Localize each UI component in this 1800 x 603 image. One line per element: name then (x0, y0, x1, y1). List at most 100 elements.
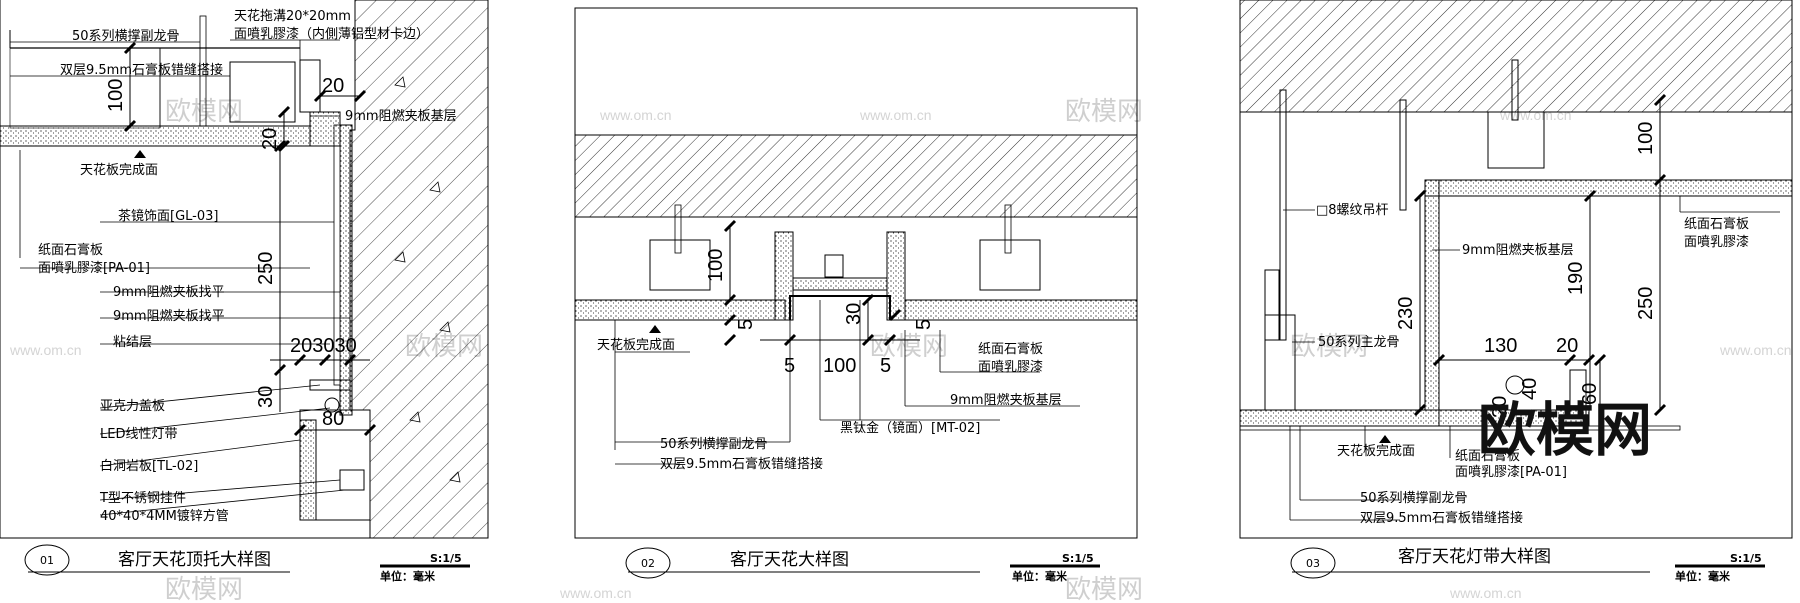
label-plywood-base: 9mm阻燃夹板基层 (950, 392, 1062, 408)
dimension-ticks (123, 41, 377, 437)
dim-20-bottom: 20 (1489, 396, 1511, 418)
label-gypsum-double: 双层9.5mm石膏板错缝搭接 (60, 62, 223, 78)
stone-panel (299, 419, 317, 521)
dim-230: 230 (1395, 297, 1417, 330)
label-latex-paint: 面噴乳膠漆 (1684, 234, 1749, 250)
keel-left (649, 239, 711, 291)
watermark-url: www.om.cn (599, 107, 672, 123)
dim-5-bottom-right: 5 (880, 355, 891, 377)
dim-130: 130 (1484, 335, 1517, 357)
drawing-title: 客厅天花顶托大样图 (118, 550, 271, 570)
trough-base (1438, 409, 1590, 427)
ceiling-board-left (574, 299, 786, 321)
watermark-cn: 欧模网 (870, 331, 948, 361)
led-icon (1505, 375, 1525, 395)
dim-80: 80 (322, 408, 344, 430)
dimension-ticks (1413, 93, 1667, 417)
dim-190: 190 (1565, 262, 1587, 295)
label-latex-paint: 面噴乳膠漆（内側薄铝型材卡边） (234, 26, 429, 42)
dim-40: 40 (1519, 378, 1541, 400)
dim-5: 5 (913, 319, 935, 330)
drawing-unit: 单位：毫米 (1675, 569, 1731, 583)
dimension-lines (1419, 100, 1661, 410)
drawing-scale: S:1/5 (1730, 552, 1762, 565)
trough-lip (1569, 369, 1587, 416)
label-threaded-rod: □8螺纹吊杆 (1316, 203, 1389, 218)
watermark-url: www.om.cn (1719, 342, 1792, 358)
keel-bracket (1487, 111, 1545, 169)
dim-30: 30 (255, 386, 277, 408)
dimension-ticks (723, 219, 902, 347)
label-gypsum-board: 纸面石膏板 (1684, 216, 1749, 232)
dim-203030: 203030 (290, 335, 357, 357)
label-plywood-level-2: 9mm阻燃夹板找平 (113, 308, 225, 324)
drawing-title: 客厅天花大样图 (730, 550, 849, 570)
drawing-unit: 单位：毫米 (380, 569, 436, 583)
concrete-slab (574, 134, 1138, 218)
dim-5-bottom-left: 5 (784, 355, 795, 377)
ceiling-corner (309, 111, 341, 147)
threaded-rod (1279, 89, 1287, 341)
label-gypsum-board-2: 纸面石膏板 (1455, 448, 1520, 464)
ceiling-pocket (299, 59, 321, 113)
detail-panel-3: 100 230 190 250 130 20 40 60 20 □8螺纹吊杆 纸… (1239, 0, 1793, 583)
keel-frame (9, 47, 161, 129)
detail-panel-2: 100 30 5 5 5 100 5 天花板完成面 纸面石膏板 面噴乳膠漆 9m… (574, 7, 1138, 583)
steel-tube (339, 469, 365, 491)
label-ceiling-groove: 天花拖溝20*20mm (234, 8, 351, 24)
label-50-keel: 50系列横撑副龙骨 (1360, 491, 1468, 506)
label-galvanized-tube: 40*40*4MM镀锌方管 (100, 508, 229, 524)
channel-bracket (824, 254, 844, 278)
concrete-wall (349, 0, 489, 539)
ceiling-board-right (904, 299, 1138, 321)
frame (1239, 0, 1793, 539)
label-black-titanium: 黑钛金（镜面）[MT-02] (840, 420, 980, 436)
watermark-url: www.om.cn (859, 107, 932, 123)
dim-30: 30 (843, 303, 865, 325)
label-main-keel: 50系列主龙骨 (1318, 335, 1400, 350)
leader-lines (614, 300, 1080, 465)
keel-right (979, 239, 1041, 291)
label-ceiling-finish: 天花板完成面 (80, 162, 158, 178)
drawing-unit: 单位：毫米 (1012, 569, 1068, 583)
channel-wall-left (774, 231, 794, 321)
dim-20-top: 20 (322, 75, 344, 97)
led-strip-icon (324, 397, 340, 413)
site-logo-watermark: 欧模网 (1478, 396, 1652, 464)
hanger-rod (1399, 99, 1407, 211)
label-led-strip: LED线性灯带 (100, 427, 177, 442)
dim-100: 100 (105, 79, 127, 112)
leader-lines (1283, 196, 1780, 521)
drawing-title: 客厅天花灯带大样图 (1398, 547, 1551, 567)
channel-base (792, 277, 888, 291)
drawing-scale: S:1/5 (1062, 552, 1094, 565)
watermark-url: www.om.cn (9, 342, 82, 358)
label-plywood-base: 9mm阻燃夹板基层 (1462, 242, 1574, 258)
watermark-cn: 欧模网 (165, 574, 243, 603)
drawing-number: 03 (1306, 557, 1320, 570)
dimension-lines (129, 48, 370, 431)
plywood-wall (1424, 179, 1440, 411)
label-paint-pa01: 面噴乳膠漆[PA-01] (1455, 464, 1567, 480)
frame (574, 7, 1138, 539)
label-ceiling-finish: 天花板完成面 (1337, 443, 1415, 459)
finish-level-marker (1379, 435, 1391, 443)
label-plywood-level-1: 9mm阻燃夹板找平 (113, 284, 225, 300)
drawing-number-circle (1290, 547, 1336, 579)
leader-lines (10, 39, 350, 516)
dim-100: 100 (1635, 122, 1657, 155)
keel-bracket (229, 61, 296, 123)
dim-250: 250 (1635, 287, 1657, 320)
finish-level-marker (649, 325, 661, 333)
drawing-number-circle (24, 544, 70, 576)
hanger-rod-right (1004, 204, 1012, 254)
label-plywood-base: 9mm阻燃夹板基层 (345, 108, 457, 124)
label-mirror-finish: 茶镜饰面[GL-03] (118, 208, 218, 224)
label-ceiling-finish: 天花板完成面 (597, 337, 675, 353)
label-adhesive-layer: 粘结层 (113, 335, 152, 350)
dimension-lines (729, 226, 920, 341)
acrylic-cover (309, 379, 351, 391)
watermark-cn: 欧模网 (1065, 96, 1143, 126)
titanium-trim (789, 295, 891, 320)
dim-60: 60 (1579, 383, 1601, 405)
